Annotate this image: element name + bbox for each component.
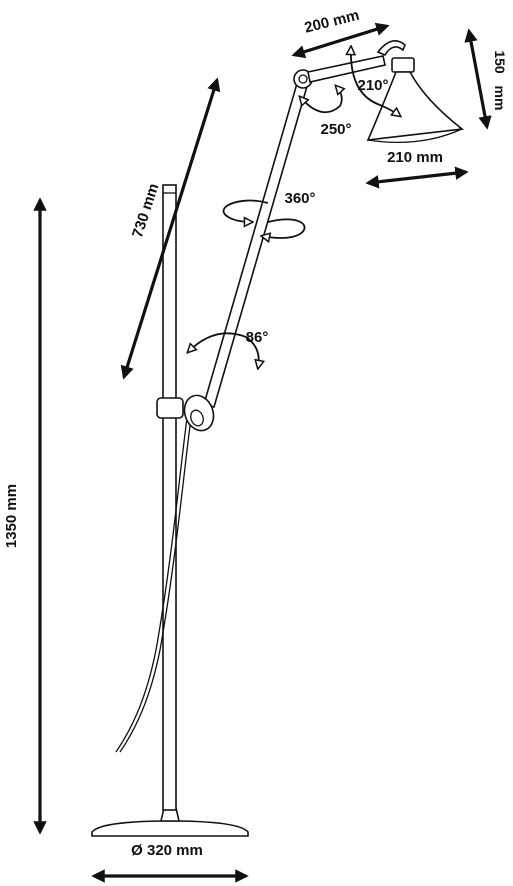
dimension-arrows: [33, 22, 492, 883]
angle-86-label: 86°: [246, 329, 269, 346]
stand-pole: [162, 184, 177, 811]
shade-height-value: 150: [492, 50, 508, 74]
rotation-86-icon: [188, 332, 259, 368]
shade-bracket: [376, 40, 406, 57]
pole-clamp: [156, 397, 184, 419]
shade-width-label: 210 mm: [387, 149, 443, 166]
rotation-250-icon: [300, 86, 342, 114]
rotation-210-icon: [351, 47, 400, 116]
total-height-label: 1350 mm: [3, 484, 20, 548]
upper-arm-label: 200 mm: [303, 7, 361, 37]
upper-arm-arrow: [291, 22, 390, 59]
angle-210-label: 210°: [357, 77, 388, 94]
arm-length-arrow: [120, 77, 221, 380]
rotation-360-icon: [222, 199, 306, 238]
rotation-indicators: [188, 47, 400, 368]
shade-height-unit: mm: [492, 86, 508, 111]
shade-height-arrow: [464, 28, 492, 130]
angle-250-label: 250°: [320, 121, 351, 138]
base-diameter-label: Ø 320 mm: [131, 842, 203, 859]
power-cord: [119, 417, 192, 753]
arm-length-label: 730 mm: [129, 181, 162, 239]
lamp-base: [91, 820, 249, 837]
rotation-360-label: 360°: [284, 190, 315, 207]
dimension-labels: 1350 mm 730 mm Ø 320 mm 200 mm 150 mm 21…: [3, 7, 508, 859]
shade-width-arrow: [365, 166, 469, 189]
lower-arm: [203, 79, 309, 408]
shade-socket: [391, 57, 415, 73]
